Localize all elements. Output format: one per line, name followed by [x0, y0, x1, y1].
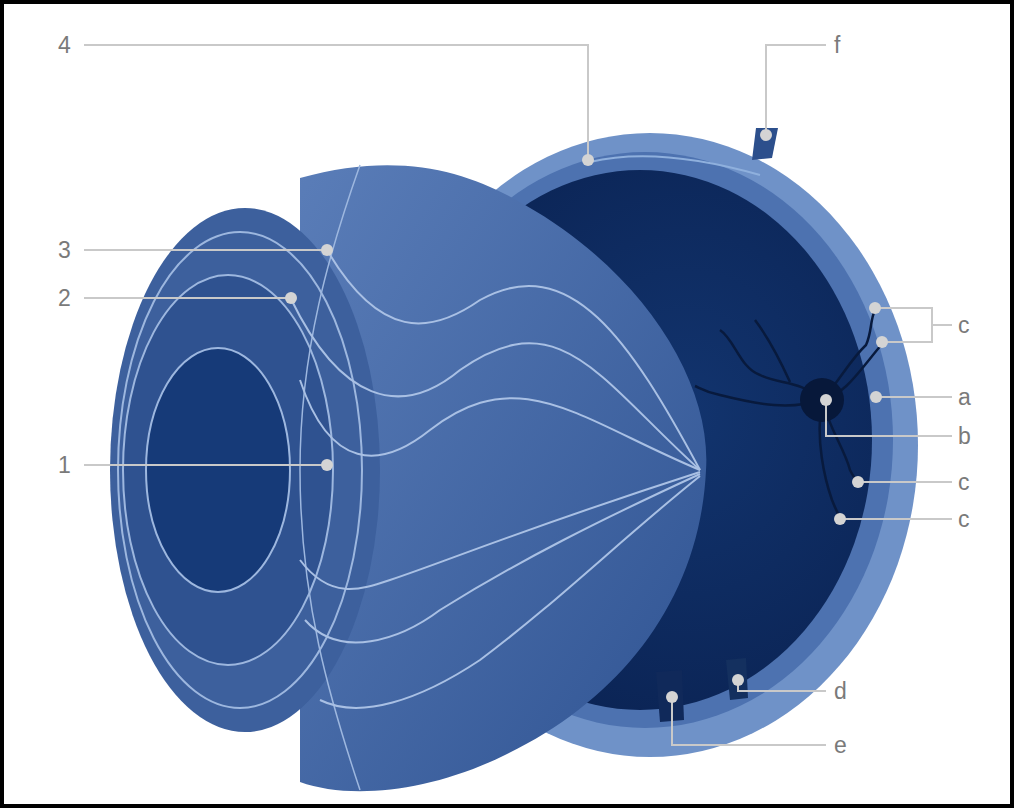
optic-disc	[800, 378, 844, 422]
callout-label: c	[958, 508, 970, 531]
cut-edge	[300, 165, 360, 790]
leader-dot	[820, 394, 832, 406]
leader-dot	[870, 391, 882, 403]
callout-label: e	[834, 734, 847, 757]
leader-dot	[285, 292, 297, 304]
leader-dot	[869, 302, 881, 314]
leader-dot	[876, 336, 888, 348]
callout-label: f	[834, 34, 840, 57]
callout-label: c	[958, 314, 970, 337]
layer-contours	[291, 250, 700, 708]
leader-line	[84, 249, 327, 251]
leader-dot	[760, 129, 772, 141]
callout-label: c	[958, 471, 970, 494]
leader-line	[84, 45, 588, 160]
callout-label: 3	[58, 239, 71, 262]
leader-line	[766, 45, 826, 135]
outer-layer	[110, 208, 380, 732]
contour	[300, 472, 700, 589]
leader-dots	[285, 129, 888, 703]
callout-label: d	[834, 680, 847, 703]
leader-dot	[582, 154, 594, 166]
contour	[305, 474, 700, 642]
callout-label: 1	[58, 454, 71, 477]
leader-lines	[84, 45, 952, 745]
leader-dot	[732, 674, 744, 686]
contour	[300, 380, 700, 470]
rim-edge	[590, 156, 760, 175]
bracket-leader	[875, 308, 952, 342]
leader-line	[84, 464, 327, 466]
callout-label: 4	[58, 34, 71, 57]
leader-dot	[852, 476, 864, 488]
inner-core	[146, 348, 290, 592]
layer-ring	[123, 275, 333, 665]
callout-label: a	[958, 386, 971, 409]
vessel	[755, 320, 790, 382]
callout-label: 2	[58, 287, 71, 310]
leader-dot	[666, 691, 678, 703]
leader-line	[738, 680, 826, 691]
contour	[327, 250, 700, 470]
leader-line	[840, 518, 952, 520]
notch-f	[752, 128, 778, 160]
leader-dot	[321, 459, 333, 471]
leader-line	[876, 396, 952, 398]
callout-label: b	[958, 425, 971, 448]
leader-line	[858, 481, 952, 483]
retinal-vessels	[695, 310, 882, 517]
leader-line	[826, 400, 952, 436]
leader-dot	[321, 244, 333, 256]
eyeball-front	[110, 165, 706, 791]
leader-line	[672, 697, 826, 745]
contour	[320, 476, 700, 708]
notch-d	[726, 658, 748, 700]
leader-line	[84, 297, 291, 299]
leader-dot	[834, 513, 846, 525]
contour	[291, 299, 700, 470]
notch-e	[656, 670, 684, 722]
